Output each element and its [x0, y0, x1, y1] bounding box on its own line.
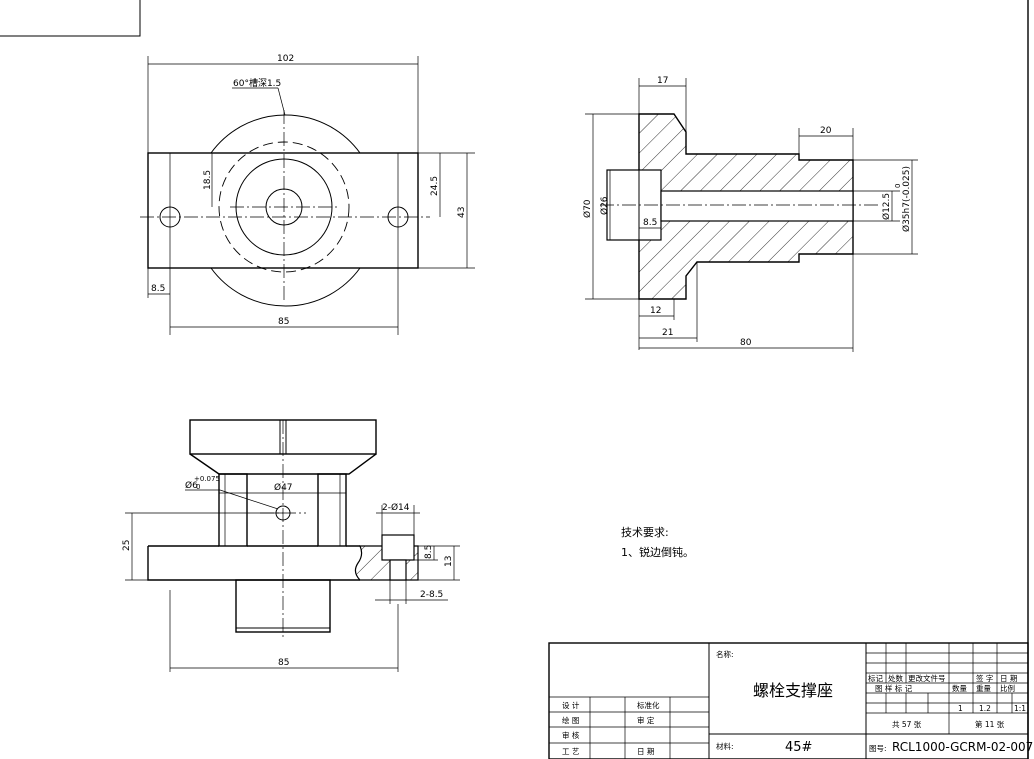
dim-counterbore: 2-8.5: [420, 590, 443, 600]
dim-groove-note: 60°槽深1.5: [233, 77, 281, 89]
dim-width-85: 85: [278, 658, 289, 668]
part-name: 螺栓支撑座: [753, 681, 833, 700]
dim-len-12: 12: [650, 306, 661, 316]
front-view: Ø6 +0.075 0 Ø47 2-Ø14 25 8.5 13 2-8.5 85: [122, 419, 460, 672]
dim-depth-8-5: 8.5: [643, 218, 657, 228]
sheet-header-scale: 比例: [1000, 683, 1015, 693]
role-check: 审 核: [562, 730, 580, 740]
dim-len-80: 80: [740, 338, 752, 348]
dim-height-43: 43: [457, 207, 467, 218]
sheet-header-qty: 数量: [952, 683, 967, 693]
dim-height-24-5: 24.5: [430, 176, 440, 196]
material-label: 材料:: [716, 741, 734, 751]
dim-dia-70: Ø70: [582, 199, 593, 218]
rev-header-count: 处数: [888, 673, 903, 683]
role-draw: 绘 图: [562, 715, 579, 725]
role-standard: 标准化: [637, 700, 660, 710]
rev-header-file: 更改文件号: [908, 673, 946, 683]
notes-item-1: 1、锐边倒钝。: [621, 545, 694, 559]
sheet-number: 第 11 张: [975, 719, 1005, 729]
dim-dia-35-tol-upper: 0: [894, 184, 902, 188]
sheet-value-qty: 1: [958, 704, 963, 713]
dim-two-holes: 2-Ø14: [382, 502, 410, 513]
sheet-value-scale: 1:1: [1014, 704, 1026, 713]
dim-hole-spacing: 85: [278, 317, 289, 327]
dim-pin-hole: Ø6: [185, 480, 198, 491]
sheet-value-weight: 1.2: [979, 704, 991, 713]
dim-dia-47: Ø47: [274, 482, 293, 493]
role-process: 工 艺: [562, 747, 579, 756]
dim-step-20: 20: [820, 126, 832, 136]
material-value: 45#: [785, 740, 812, 755]
dim-dia-35: Ø35h7(-0.025): [901, 166, 912, 232]
dim-height-25: 25: [122, 540, 132, 551]
title-block: 设 计 绘 图 审 核 工 艺 标准化 审 定 日 期 名称: 螺栓支撑座 材料…: [548, 642, 1033, 759]
dim-flange-width: 17: [657, 76, 668, 86]
sheet-header-weight: 重量: [976, 684, 991, 693]
drawing-number: RCL1000-GCRM-02-007: [892, 740, 1033, 754]
dim-len-21: 21: [662, 328, 673, 338]
notes-heading: 技术要求:: [621, 526, 669, 539]
dim-overall-width: 102: [277, 54, 294, 64]
dim-pin-tol-lower: 0: [196, 483, 200, 491]
dim-pin-tol-upper: +0.075: [194, 475, 220, 483]
role-date: 日 期: [637, 747, 654, 756]
rev-header-mark: 标记: [868, 673, 883, 683]
sheet-header-mark: 图 样 标 记: [875, 683, 913, 693]
dim-dia-26: Ø26: [599, 196, 610, 215]
technical-notes: 技术要求: 1、锐边倒钝。: [621, 526, 694, 559]
dim-dia-12-5: Ø12.5: [881, 193, 892, 220]
drawing-no-label: 图号:: [869, 744, 887, 753]
role-design: 设 计: [562, 700, 580, 710]
dim-depth-8-5: 8.5: [424, 545, 434, 559]
dim-height-18-5: 18.5: [203, 170, 213, 190]
total-sheets: 共 57 张: [892, 720, 922, 729]
top-view: 102 60°槽深1.5 18.5 24.5 43 8.5 85: [140, 54, 475, 335]
name-label: 名称:: [716, 649, 734, 659]
side-view: 17 20 Ø70 Ø26 8.5 Ø12.5 0 Ø35h7(-0.025) …: [582, 76, 918, 352]
dim-height-13: 13: [444, 556, 454, 567]
rev-header-sign: 签 字: [976, 673, 993, 683]
role-approve: 审 定: [637, 715, 655, 725]
rev-header-date: 日 期: [1000, 674, 1017, 683]
dim-offset-8-5: 8.5: [151, 284, 165, 294]
